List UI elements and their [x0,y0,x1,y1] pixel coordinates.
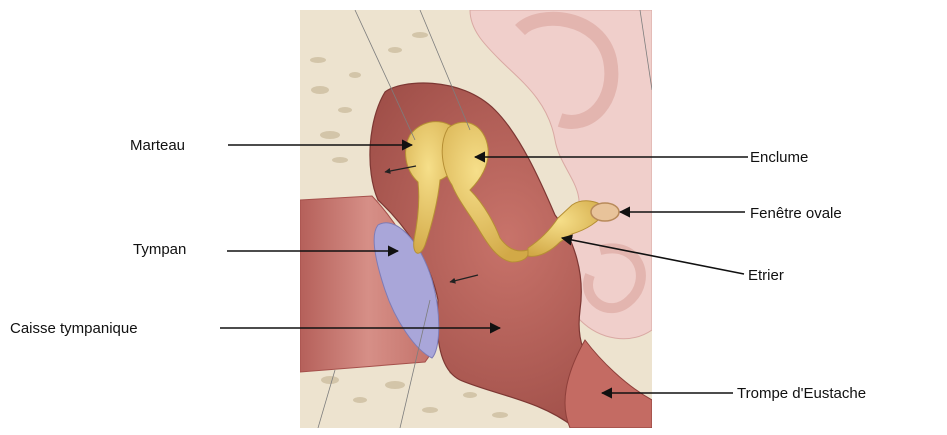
label-etrier: Etrier [748,267,784,284]
label-caisse-tympanique: Caisse tympanique [10,320,138,337]
label-enclume: Enclume [750,149,808,166]
label-tympan: Tympan [133,241,186,258]
label-fenetre-ovale: Fenêtre ovale [750,205,842,222]
oval-window [591,203,619,221]
label-trompe-eustache: Trompe d'Eustache [737,385,866,402]
label-marteau: Marteau [130,137,185,154]
anatomy-illustration [300,10,652,428]
